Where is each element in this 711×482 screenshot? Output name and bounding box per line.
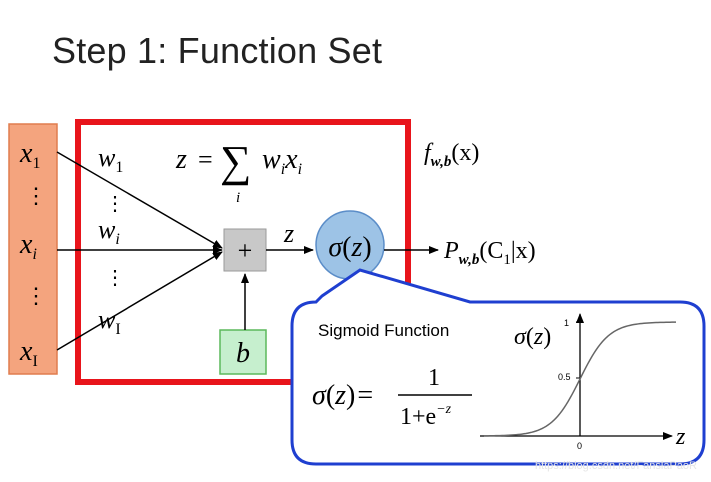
plot-tick-y-1: 1 xyxy=(564,318,569,328)
sum-formula-sigma: ∑ xyxy=(220,137,251,186)
input-vector-box xyxy=(8,123,58,375)
sum-node-plus: + xyxy=(238,236,253,265)
input-xi: xi xyxy=(19,229,37,263)
connection-line-I xyxy=(56,251,223,351)
bias-label: b xyxy=(236,338,250,369)
plot-y-axis-label: σ(z) xyxy=(514,324,551,350)
input-dots-1: ⋮ xyxy=(25,183,47,208)
sigmoid-formula-lhs: σ(z)= xyxy=(312,380,373,411)
neuron-box xyxy=(75,119,411,385)
slide-title: Step 1: Function Set xyxy=(52,30,383,71)
weight-wi: wi xyxy=(98,215,120,248)
watermark: https://blog.csdn.net/FanslaPaoR xyxy=(534,460,697,472)
activation-label: σ(z) xyxy=(328,232,371,263)
callout-heading: Sigmoid Function xyxy=(318,321,449,340)
input-xI: xI xyxy=(19,336,38,370)
sigmoid-curve xyxy=(483,321,677,437)
sum-formula-term: wixi xyxy=(262,144,302,178)
plot-x-axis-label: z xyxy=(675,424,686,450)
weight-dots-1: ⋮ xyxy=(105,193,125,215)
sum-formula-equals: = xyxy=(198,145,213,174)
connection-line-1 xyxy=(56,151,223,249)
plot-tick-y-05: 0.5 xyxy=(558,372,571,382)
bias-box xyxy=(219,329,267,375)
input-x1: x1 xyxy=(19,138,40,172)
sigmoid-callout xyxy=(290,268,706,466)
sum-formula-index: i xyxy=(236,190,240,206)
output-probability-label: Pw,b(C1|x) xyxy=(443,238,536,268)
z-label: z xyxy=(283,219,294,248)
plot-tick-x-0: 0 xyxy=(577,441,582,451)
input-dots-2: ⋮ xyxy=(25,283,47,308)
sigmoid-formula-numerator: 1 xyxy=(428,365,440,391)
weight-w1: w1 xyxy=(98,143,123,176)
weight-dots-2: ⋮ xyxy=(105,267,125,289)
output-function-label: fw,b(x) xyxy=(424,140,479,170)
weight-wI: wI xyxy=(98,305,121,338)
sigmoid-formula-denominator: 1+e−z xyxy=(400,402,452,430)
sum-formula-z: z xyxy=(175,144,187,175)
